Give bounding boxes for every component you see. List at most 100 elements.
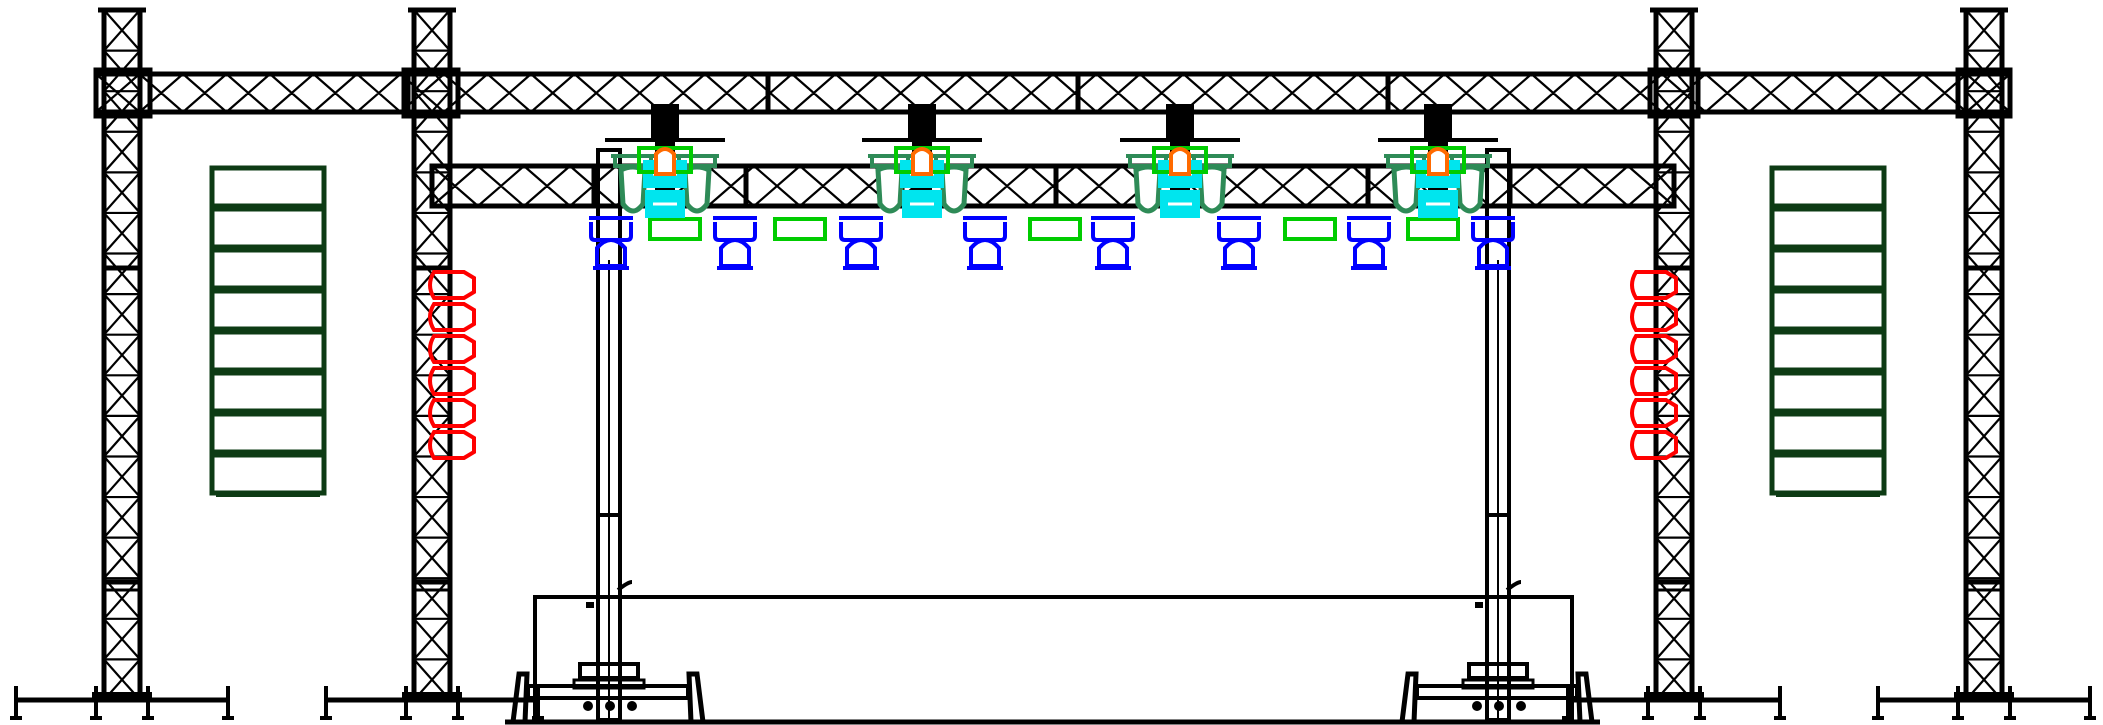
support-wheel: [605, 701, 615, 711]
speaker-cabinet: [1769, 329, 1887, 373]
support-wheel: [627, 701, 637, 711]
wash-light: [1133, 164, 1163, 214]
moving-head-body: [1477, 238, 1509, 268]
yoke: [1091, 222, 1135, 242]
line-array-left: [209, 165, 327, 497]
side-fill-cabinet: [1630, 366, 1678, 396]
profile-spot: [911, 147, 933, 176]
side-fill-cabinet: [1630, 334, 1678, 364]
moving-head-5: [1091, 216, 1135, 270]
side-fill-cabinet: [1630, 430, 1678, 460]
wash-light: [875, 164, 905, 214]
speaker-cabinet: [209, 165, 327, 209]
profile-spot: [1427, 147, 1449, 176]
support-wheel: [1516, 701, 1526, 711]
side-fill-right: [1630, 270, 1678, 460]
truss-lattice: [103, 9, 141, 702]
stage-platform: [505, 148, 1600, 725]
speaker-cabinet: [209, 411, 327, 455]
side-fill-cabinet: [428, 366, 476, 396]
yoke: [839, 222, 883, 242]
corner-block: [93, 67, 153, 119]
corner-block: [1647, 67, 1701, 119]
moving-head-6: [1217, 216, 1261, 270]
profile-spot: [1169, 147, 1191, 176]
support-block: [578, 662, 640, 680]
side-fill-cabinet: [428, 334, 476, 364]
speaker-cabinet: [1769, 411, 1887, 455]
led-bar-lower-5: [1406, 217, 1460, 241]
speaker-cabinet: [209, 206, 327, 250]
yoke: [713, 222, 757, 242]
moving-head-8: [1471, 216, 1515, 270]
corner-block: [1955, 67, 2013, 119]
clamp-block: [908, 104, 936, 140]
fixture-group-2: [862, 104, 982, 218]
truss-frame: [429, 163, 1677, 209]
moving-head-1: [589, 216, 633, 270]
truss-frame: [93, 71, 2013, 115]
line-array-right: [1769, 165, 1887, 497]
base-tower-1: [10, 686, 234, 720]
support-wheel: [1494, 701, 1504, 711]
truss-top-beam: [93, 71, 2013, 115]
moving-head-body: [845, 238, 877, 268]
speaker-cabinet: [209, 329, 327, 373]
truss-lighting-beam: [429, 163, 1677, 209]
yoke: [1347, 222, 1391, 242]
speaker-cabinet: [1769, 206, 1887, 250]
moving-head-body: [595, 238, 627, 268]
speaker-cabinet: [1769, 165, 1887, 209]
clamp-block: [651, 104, 679, 140]
truss-lattice: [1965, 9, 2003, 702]
speaker-cabinet: [1769, 247, 1887, 291]
lighting-fixtures: [589, 104, 1515, 270]
support-hook: [616, 580, 633, 592]
base-tower-3: [1562, 686, 1786, 720]
support-wheel: [1472, 701, 1482, 711]
fixture-group-4: [1378, 104, 1498, 218]
moving-head-body: [1097, 238, 1129, 268]
fixture-group-3: [1120, 104, 1240, 218]
moving-head-4: [963, 216, 1007, 270]
base-tower-2: [320, 686, 544, 720]
support-block: [1467, 662, 1529, 680]
moving-head-2: [713, 216, 757, 270]
side-fill-cabinet: [428, 302, 476, 332]
clamp-block: [1166, 104, 1194, 140]
speaker-cabinet: [1769, 288, 1887, 332]
tower-bases: [10, 686, 2096, 720]
stage-support-2: [1399, 148, 1595, 723]
led-bar-lower-2: [773, 217, 827, 241]
speaker-cabinet: [209, 247, 327, 291]
fixture-group-1: [605, 104, 725, 218]
moving-head-body: [719, 238, 751, 268]
side-fill-cabinet: [1630, 398, 1678, 428]
yoke: [963, 222, 1007, 242]
led-bar-lower-3: [1028, 217, 1082, 241]
speaker-cabinet: [209, 370, 327, 414]
side-fill-cabinet: [428, 270, 476, 300]
base-tower-4: [1872, 686, 2096, 720]
side-fill-cabinet: [1630, 270, 1678, 300]
moving-head-7: [1347, 216, 1391, 270]
led-bar-lower-4: [1283, 217, 1337, 241]
wash-light: [618, 164, 648, 214]
side-fill-cabinet: [428, 398, 476, 428]
support-wheel: [583, 701, 593, 711]
profile-spot: [654, 147, 676, 176]
moving-head-body: [1353, 238, 1385, 268]
yoke: [1217, 222, 1261, 242]
moving-head-body: [969, 238, 1001, 268]
stage-support-1: [510, 148, 706, 723]
wash-light: [1391, 164, 1421, 214]
support-hook: [1505, 580, 1522, 592]
speaker-cabinet: [209, 452, 327, 496]
led-bar-lower-1: [648, 217, 702, 241]
clamp-block: [1424, 104, 1452, 140]
base-plate: [92, 692, 152, 702]
base-plate: [1954, 692, 2014, 702]
base-plate: [1644, 692, 1704, 702]
speaker-cabinet: [1769, 370, 1887, 414]
